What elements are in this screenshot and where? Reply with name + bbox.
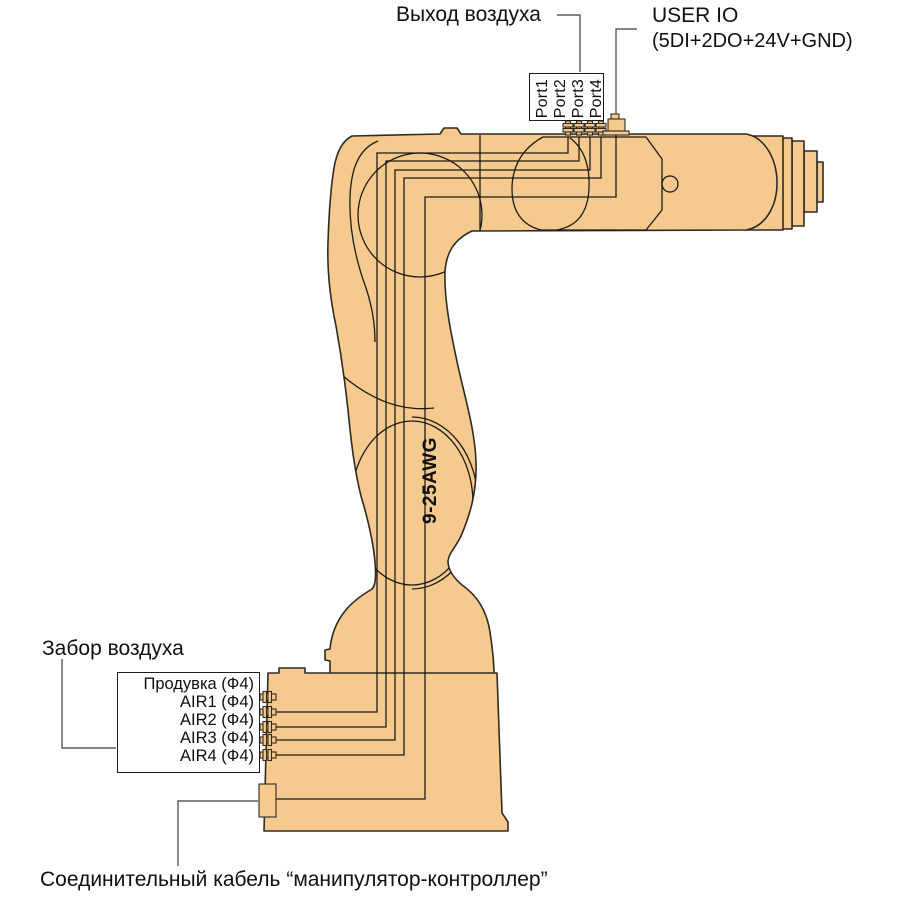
leader-air-intake [61, 659, 116, 749]
flange-end-tab [816, 161, 824, 203]
air-outlet-port1-fitting [562, 120, 574, 136]
leader-air-outlet [557, 14, 581, 72]
panel-pocket-curve [556, 137, 590, 231]
cable-route-air1 [264, 137, 569, 713]
port-label: Port3 [570, 78, 587, 118]
label-air-outlet: Выход воздуха [396, 3, 541, 26]
label-air-intake: Забор воздуха [42, 637, 184, 660]
label-user-io: USER IO [652, 4, 739, 27]
robot-base [263, 667, 509, 832]
flange-block [803, 150, 818, 213]
air-intake-row: AIR1 (Ф4) [180, 693, 254, 711]
air-outlet-fittings [562, 120, 607, 136]
controller-cable-connector [258, 783, 277, 818]
air-intake-row: AIR4 (Ф4) [180, 747, 254, 765]
leader-user-io [615, 28, 637, 114]
user-io-connector [602, 113, 630, 136]
flange-disc-outer [791, 140, 805, 227]
cable-route-air2 [264, 137, 580, 728]
label-user-io-spec: (5DI+2DO+24V+GND) [652, 30, 853, 52]
internal-details [264, 130, 679, 800]
air-intake-ports-box: Продувка (Ф4) AIR1 (Ф4) AIR2 (Ф4) AIR3 (… [117, 672, 260, 773]
air-outlet-ports-box: Port1 Port2 Port3 Port4 [529, 73, 605, 121]
cable-route-air3 [264, 137, 591, 741]
port-label: Port4 [588, 78, 605, 118]
air-outlet-port3-fitting [584, 120, 596, 136]
cable-route-air4 [264, 137, 602, 756]
label-cable-gauge: 9-25AWG [420, 437, 441, 524]
air-intake-row: AIR3 (Ф4) [180, 729, 254, 747]
leader-connecting-cable [177, 800, 258, 866]
robot-silhouette [324, 127, 778, 675]
air-outlet-port2-fitting [573, 120, 585, 136]
cable-route-user-io [268, 130, 617, 800]
port-label: Port2 [552, 78, 569, 118]
arm-hole [661, 175, 679, 193]
air-intake-row: AIR2 (Ф4) [180, 711, 254, 729]
port-label: Port1 [534, 78, 551, 118]
air-intake-row: Продувка (Ф4) [143, 675, 254, 693]
label-connecting-cable: Соединительный кабель “манипулятор-контр… [40, 868, 548, 891]
elbow-inner-seam [349, 140, 379, 343]
